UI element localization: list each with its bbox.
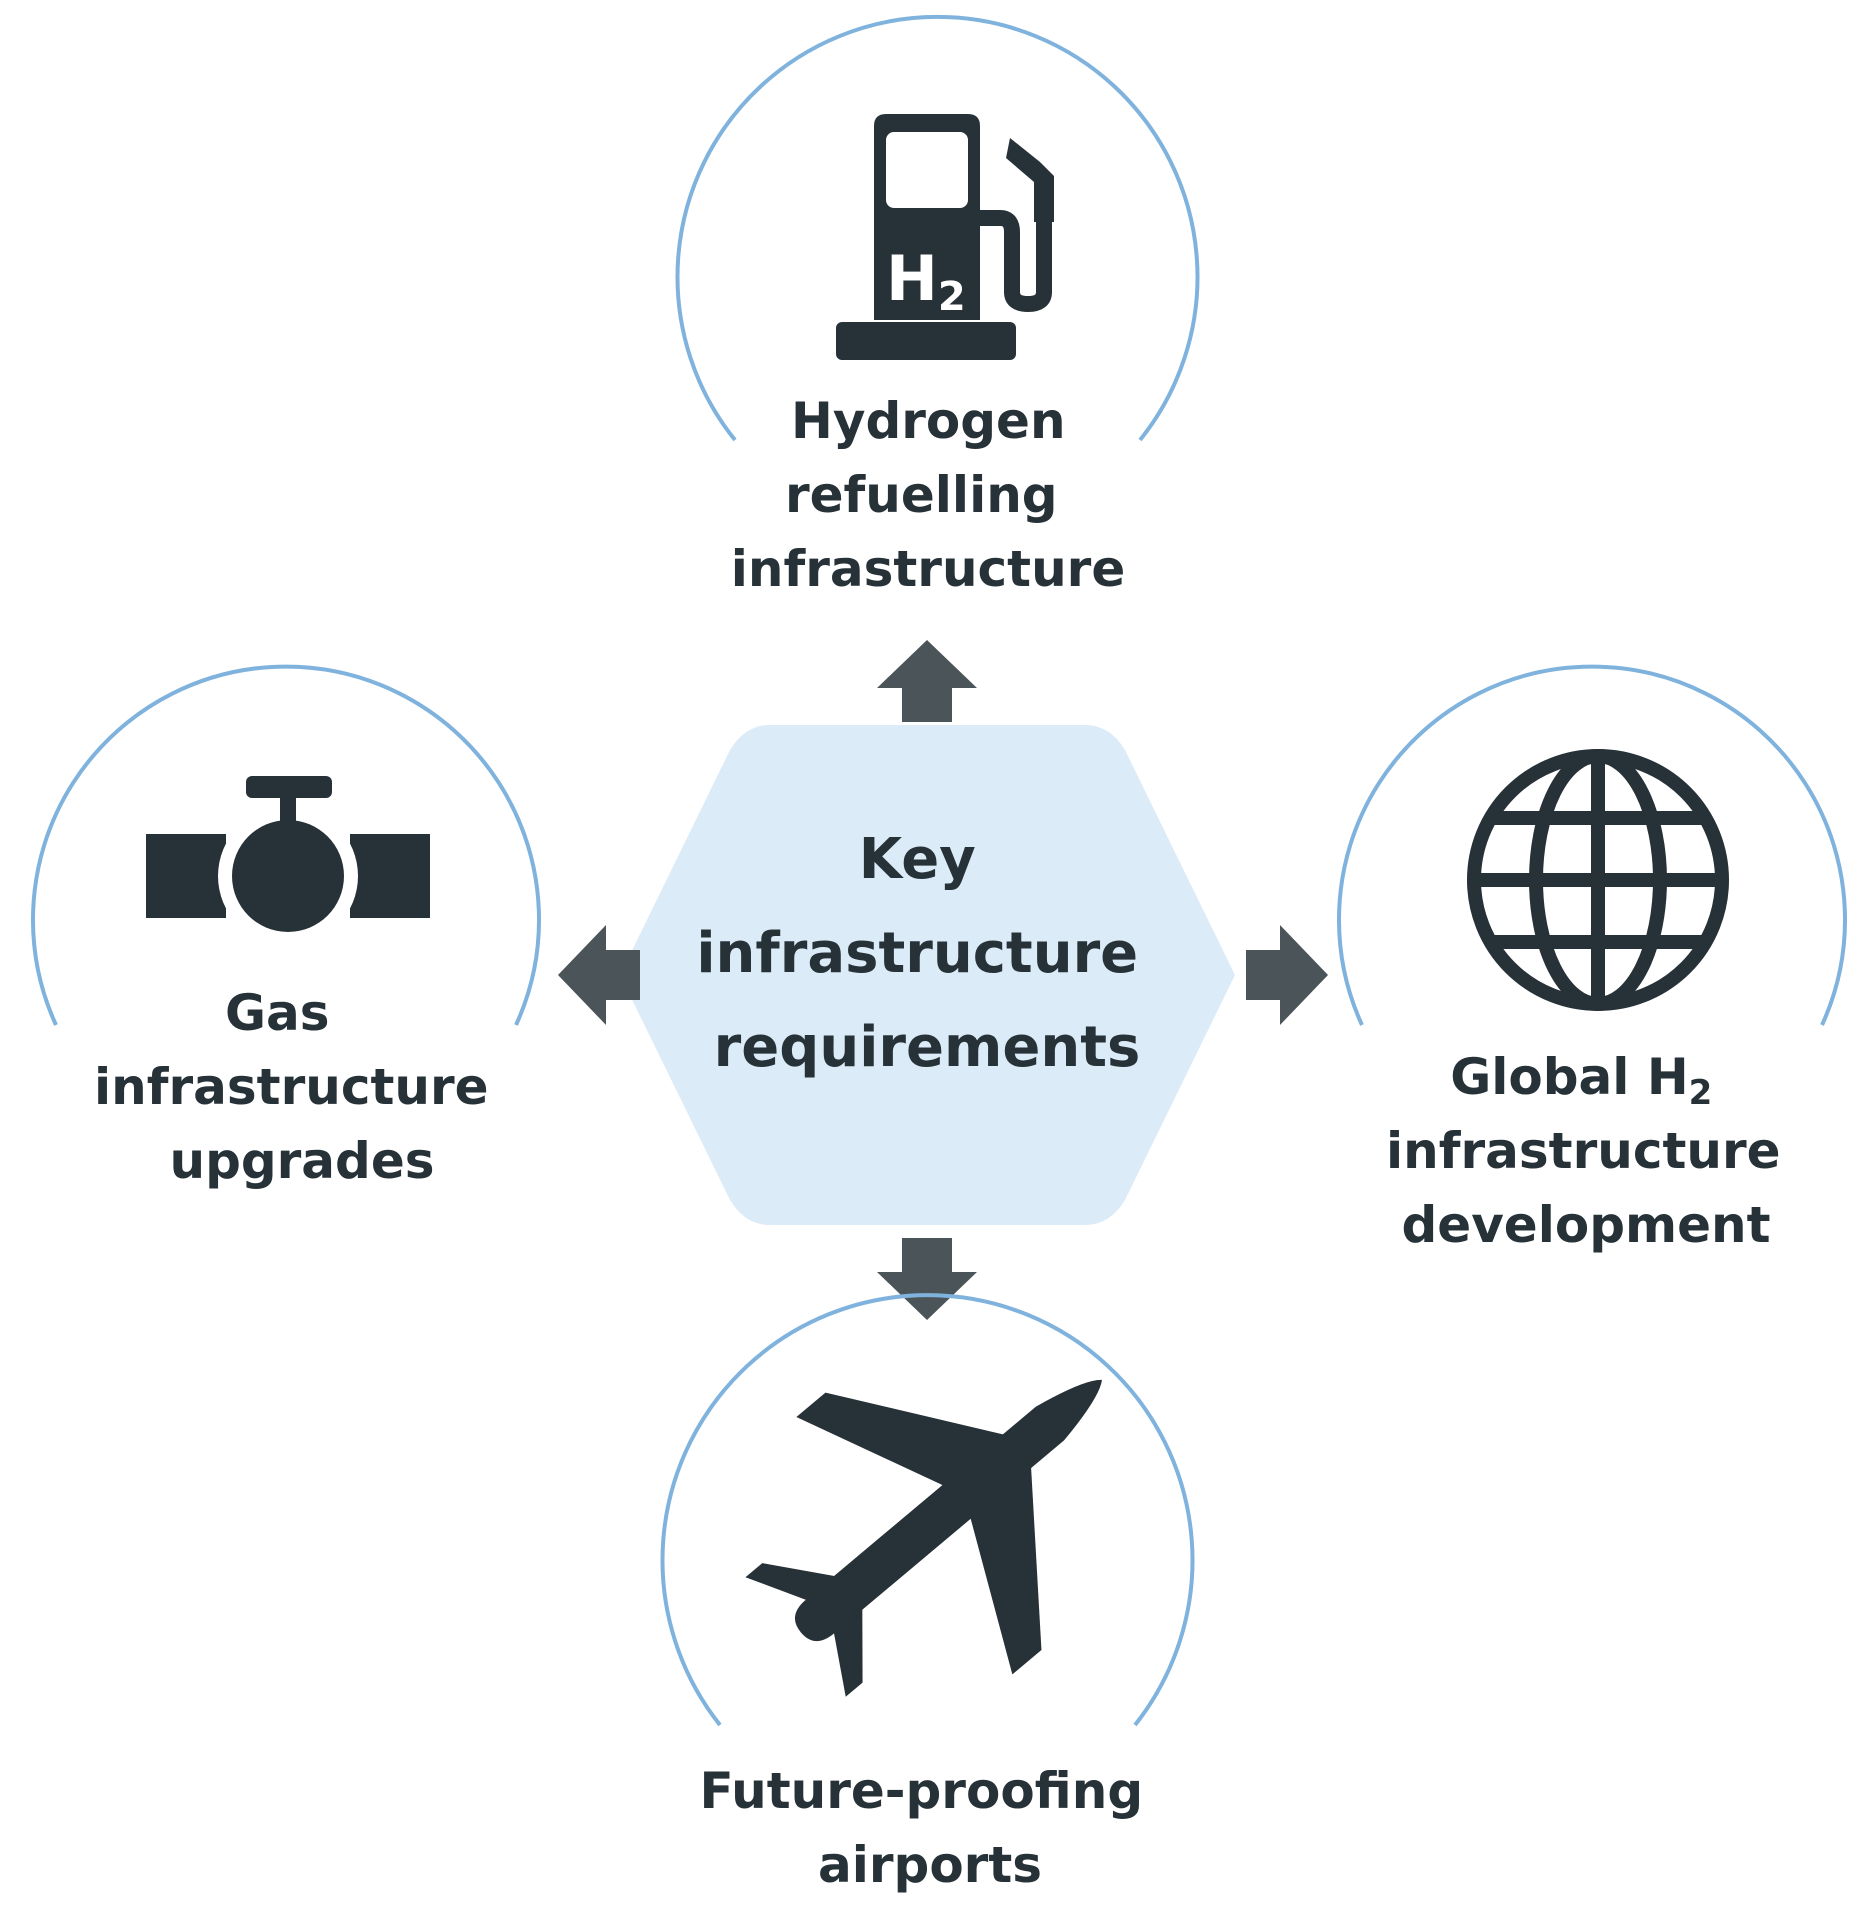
- hydrogen-line-3: infrastructure: [731, 540, 1126, 598]
- center-line-3: requirements: [714, 1015, 1141, 1080]
- ring-left: [31, 664, 541, 1026]
- node-hydrogen-refuelling: H2 Hydrogen refuelling infrastructure: [675, 14, 1200, 598]
- node-gas-infrastructure: Gas infrastructure upgrades: [31, 664, 541, 1190]
- svg-text:H2: H2: [886, 242, 966, 320]
- airports-label: Future-proofing airports: [699, 1762, 1160, 1894]
- gas-line-2: infrastructure: [94, 1058, 489, 1116]
- center-hub: Key infrastructure requirements: [620, 725, 1235, 1225]
- globe-icon: [1467, 749, 1729, 1011]
- arrow-right: [1246, 925, 1328, 1025]
- node-future-proofing-airports: Future-proofing airports: [660, 1293, 1195, 1894]
- ring-top: [675, 14, 1200, 442]
- global-line-2: infrastructure: [1386, 1122, 1781, 1180]
- global-line-3: development: [1402, 1196, 1771, 1254]
- gas-label: Gas infrastructure upgrades: [94, 984, 506, 1190]
- ring-right: [1337, 664, 1847, 1026]
- pump-h-label: H: [886, 242, 938, 315]
- arrow-up: [877, 640, 977, 722]
- hydrogen-line-1: Hydrogen: [791, 392, 1066, 450]
- global-line-1-subscript: 2: [1689, 1073, 1713, 1113]
- node-global-h2: Global H2 infrastructure development: [1337, 664, 1847, 1254]
- global-line-1-text: Global H: [1450, 1048, 1688, 1106]
- hydrogen-label: Hydrogen refuelling infrastructure: [731, 392, 1126, 598]
- center-line-2: infrastructure: [696, 921, 1138, 986]
- hydrogen-line-2: refuelling: [785, 466, 1058, 524]
- arrow-left: [558, 925, 640, 1025]
- global-label: Global H2 infrastructure development: [1386, 1048, 1798, 1254]
- pipeline-valve-icon: [146, 776, 430, 946]
- gas-line-3: upgrades: [169, 1132, 434, 1190]
- center-hexagon: [620, 725, 1235, 1225]
- global-line-1: Global H2: [1450, 1048, 1712, 1113]
- airports-line-2: airports: [818, 1836, 1042, 1894]
- gas-line-1: Gas: [225, 984, 330, 1042]
- hydrogen-fuel-pump-icon: H2: [836, 114, 1054, 360]
- ring-bottom: [660, 1293, 1195, 1727]
- airports-line-1: Future-proofing: [699, 1762, 1143, 1820]
- center-title: Key infrastructure requirements: [696, 827, 1157, 1080]
- arrow-down: [877, 1238, 977, 1320]
- pump-h-subscript: 2: [938, 274, 966, 320]
- airplane-icon: [745, 1379, 1102, 1697]
- center-line-1: Key: [859, 827, 976, 892]
